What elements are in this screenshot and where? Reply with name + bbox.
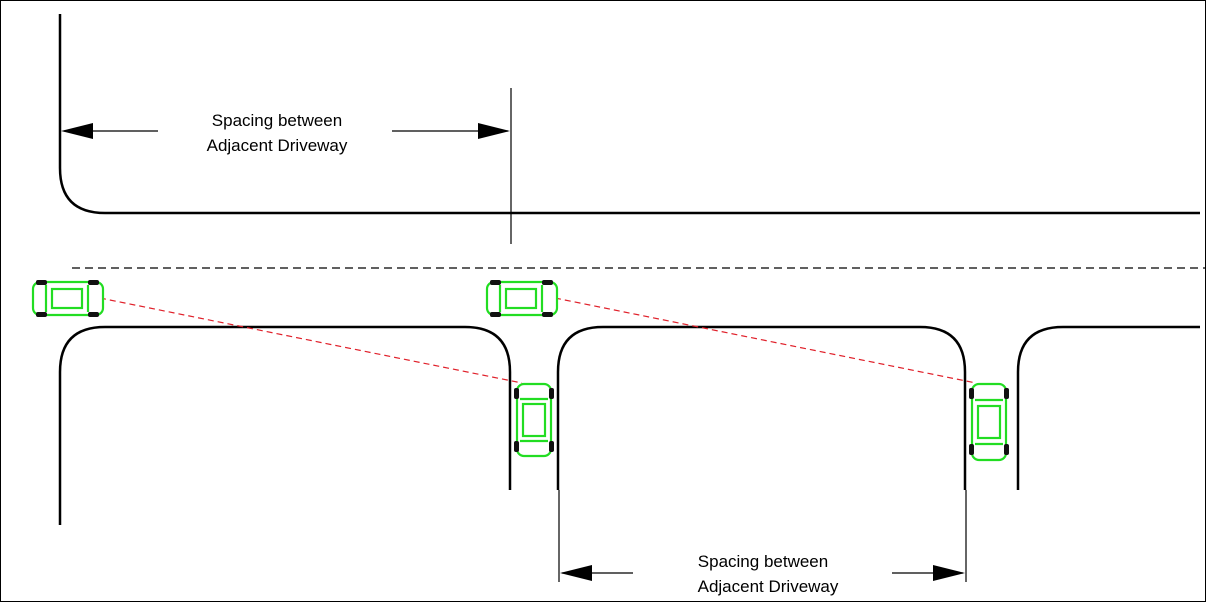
top-dimension-left-arrowhead [61,123,93,139]
road-edge-segment-3 [1016,325,1200,490]
vehicle-driveway-1 [514,382,554,458]
vehicle-main-road-right [485,280,559,317]
sight-line-1 [99,297,523,384]
bottom-dimension-label-line1: Spacing between [698,552,828,571]
top-dimension-right-arrowhead [478,123,510,139]
sight-line-2 [554,297,977,384]
top-dimension-label-line1: Spacing between [212,111,342,130]
bottom-dimension-right-arrowhead [933,565,965,581]
bottom-dimension-label-line2: Adjacent Driveway [698,577,839,596]
vehicle-driveway-2 [969,382,1009,462]
road-edge-segment-2 [556,325,967,490]
road-edge-segment-1 [58,325,512,525]
cross-street-edge [58,14,1200,215]
bottom-dimension-left-arrowhead [560,565,592,581]
top-dimension-label-line2: Adjacent Driveway [207,136,348,155]
vehicle-main-road-left [31,280,105,317]
